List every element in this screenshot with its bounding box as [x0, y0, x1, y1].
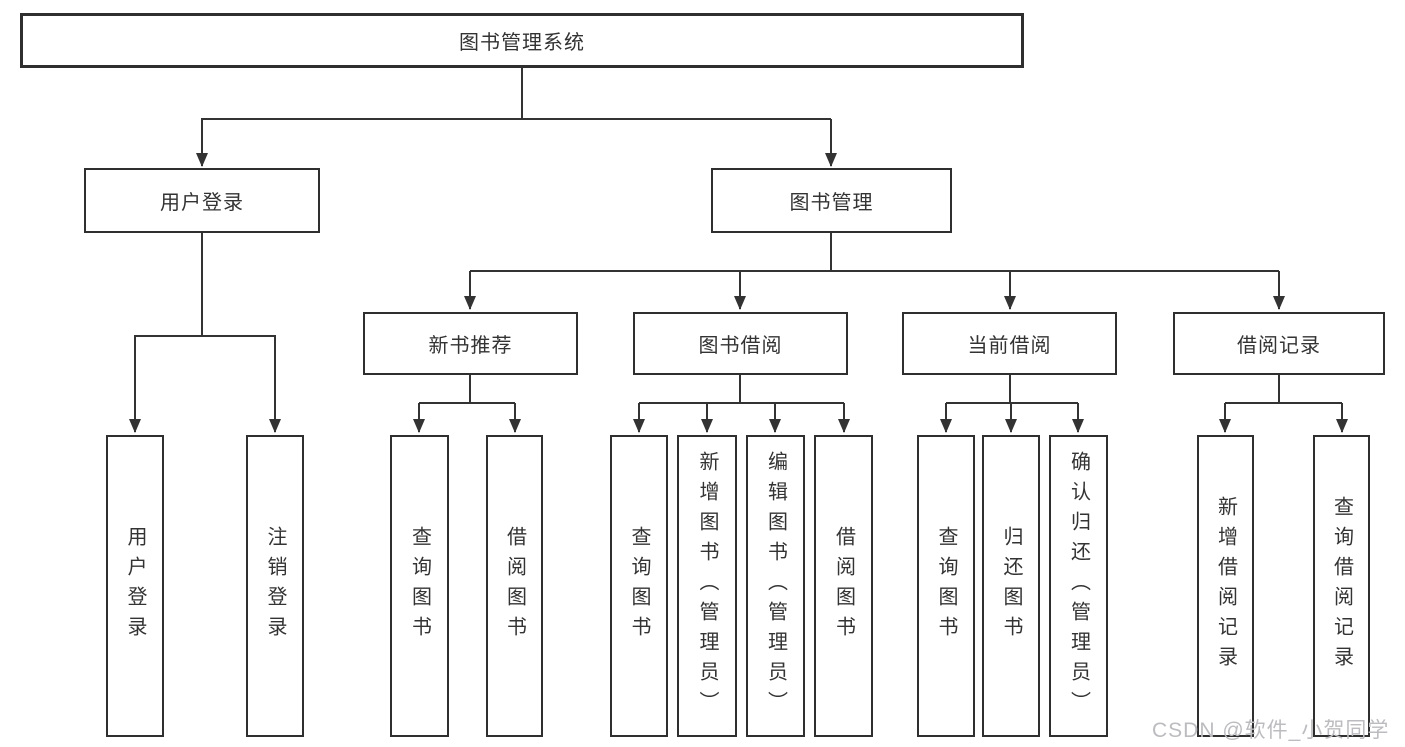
leaf-label: 借阅图书	[503, 526, 526, 646]
node-label: 当前借阅	[967, 335, 1052, 357]
leaf-label: 查询借阅记录	[1330, 496, 1353, 676]
leaf-label: 注销登录	[264, 526, 286, 646]
node-label: 图书管理系统	[459, 32, 585, 54]
leaf-query-books-1: 查询图书	[390, 435, 449, 737]
node-borrow-records: 借阅记录	[1173, 312, 1385, 375]
node-root-library-system: 图书管理系统	[20, 13, 1024, 68]
node-book-borrow: 图书借阅	[633, 312, 848, 375]
leaf-label: 查询图书	[408, 526, 431, 646]
leaf-user-login: 用户登录	[106, 435, 164, 737]
node-label: 新书推荐	[428, 335, 513, 357]
node-label: 用户登录	[160, 192, 244, 214]
leaf-add-book-admin: 新增图书（管理员）	[677, 435, 737, 737]
leaf-query-books-3: 查询图书	[917, 435, 975, 737]
node-label: 借阅记录	[1237, 335, 1321, 357]
leaf-label: 借阅图书	[832, 526, 855, 646]
node-book-management-branch: 图书管理	[711, 168, 952, 233]
leaf-label: 用户登录	[124, 526, 146, 646]
leaf-query-borrow-record: 查询借阅记录	[1313, 435, 1370, 737]
leaf-label: 编辑图书（管理员）	[764, 451, 787, 721]
leaf-query-books-2: 查询图书	[610, 435, 668, 737]
leaf-logout: 注销登录	[246, 435, 304, 737]
leaf-label: 新增借阅记录	[1214, 496, 1237, 676]
leaf-return-book: 归还图书	[982, 435, 1040, 737]
leaf-label: 确认归还（管理员）	[1067, 451, 1090, 721]
node-user-login-branch: 用户登录	[84, 168, 320, 233]
csdn-watermark: CSDN @软件_小贺同学	[1152, 719, 1390, 742]
node-current-borrow: 当前借阅	[902, 312, 1117, 375]
leaf-add-borrow-record: 新增借阅记录	[1197, 435, 1254, 737]
leaf-label: 新增图书（管理员）	[696, 451, 718, 721]
leaf-label: 归还图书	[1000, 526, 1022, 646]
leaf-confirm-return-admin: 确认归还（管理员）	[1049, 435, 1108, 737]
leaf-borrow-books-2: 借阅图书	[814, 435, 873, 737]
leaf-label: 查询图书	[935, 526, 957, 646]
leaf-label: 查询图书	[628, 526, 650, 646]
leaf-edit-book-admin: 编辑图书（管理员）	[746, 435, 805, 737]
node-label: 图书管理	[789, 192, 874, 214]
leaf-borrow-books-1: 借阅图书	[486, 435, 543, 737]
node-new-book-recommend: 新书推荐	[363, 312, 578, 375]
node-label: 图书借阅	[698, 335, 783, 357]
